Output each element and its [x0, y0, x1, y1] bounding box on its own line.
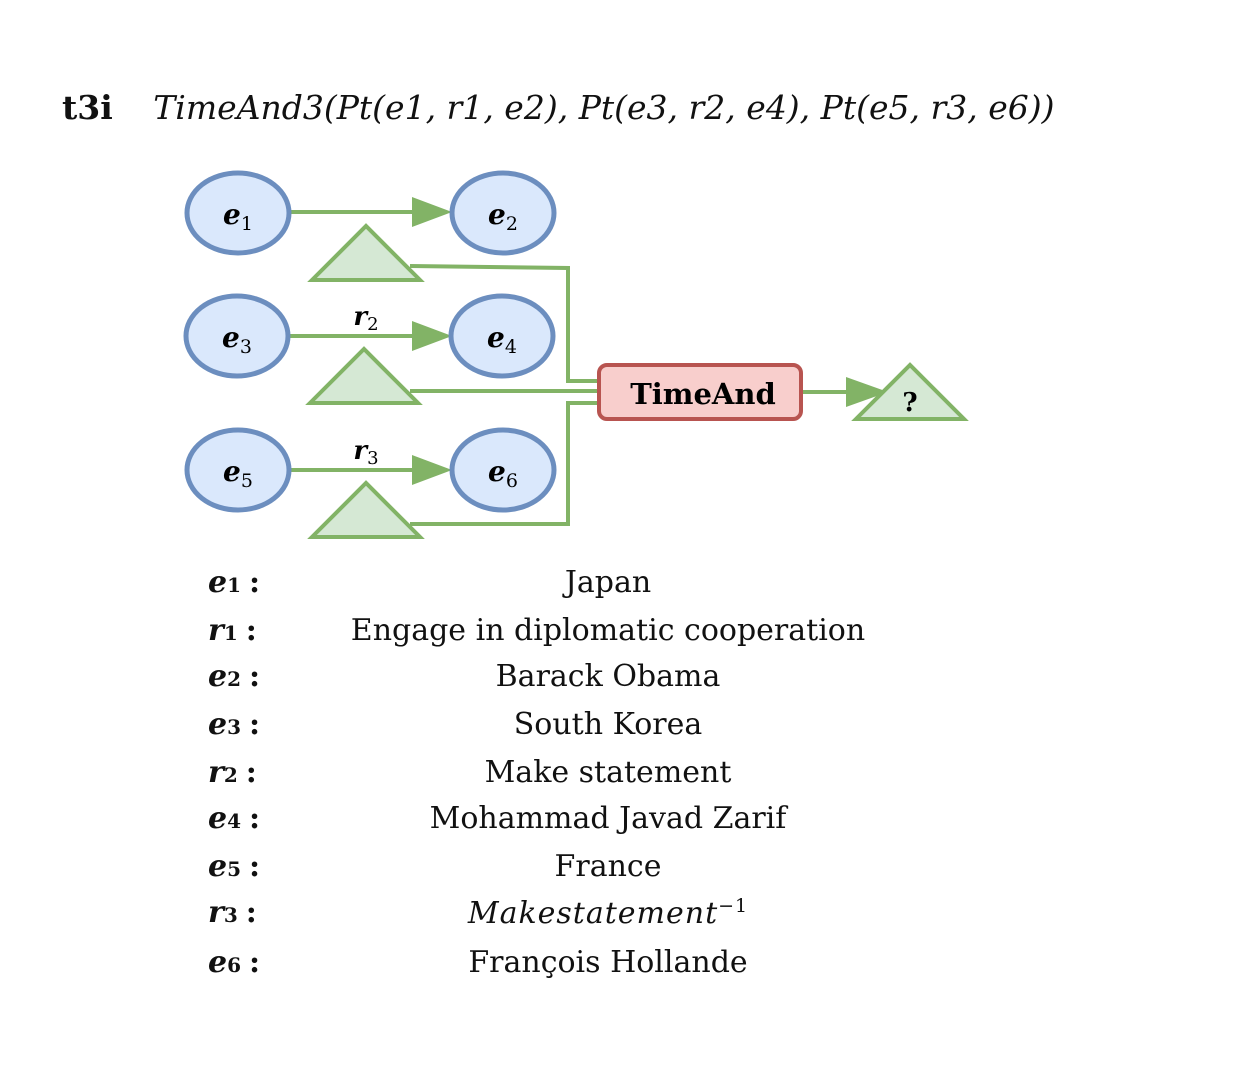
legend-value: Makestatement−1 — [467, 895, 749, 931]
legend-row: e4: Mohammad Javad Zarif — [0, 801, 1246, 841]
legend-value: François Hollande — [468, 945, 748, 980]
arrowhead-result — [846, 377, 888, 407]
legend-value: Japan — [564, 565, 652, 600]
timeand-operator-label: TimeAnd — [630, 377, 776, 411]
node-e3 — [183, 293, 291, 379]
triangle-3 — [307, 480, 425, 539]
node-e2-label: e2 — [488, 198, 518, 235]
legend-symbol: e6: — [208, 945, 261, 980]
arrowhead-e6 — [412, 455, 452, 485]
result-label: ? — [902, 388, 917, 418]
formula-title: t3i TimeAnd3(Pt(e1, r1, e2), Pt(e3, r2, … — [62, 88, 1055, 127]
node-e4-label: e4 — [487, 321, 517, 358]
node-e1 — [184, 170, 292, 256]
legend-row: e1: Japan — [0, 565, 1246, 605]
legend-symbol: r3: — [208, 895, 257, 930]
legend-row: r2: Make statement — [0, 755, 1246, 795]
legend-symbol: r2: — [208, 755, 257, 790]
triangle-2 — [305, 346, 423, 405]
legend-value: France — [554, 849, 662, 884]
node-e6-label: e6 — [488, 455, 518, 492]
query-formula: TimeAnd3(Pt(e1, r1, e2), Pt(e3, r2, e4),… — [153, 88, 1055, 127]
node-e5-label: e5 — [223, 455, 253, 492]
connector-1 — [409, 264, 600, 383]
legend-symbol: e3: — [208, 707, 261, 742]
edge-label-r3: r3 — [353, 436, 378, 469]
triangle-1 — [307, 223, 425, 282]
legend-row: e6: François Hollande — [0, 945, 1246, 985]
arrowhead-e2 — [412, 197, 452, 227]
legend-value: South Korea — [513, 707, 703, 742]
query-graph: ? TimeAnd e1 e2 e3 e4 e5 e6 r2 r3 — [183, 170, 969, 539]
node-e4 — [448, 293, 556, 379]
legend-row: e5: France — [0, 849, 1246, 889]
legend-value: Engage in diplomatic cooperation — [350, 613, 866, 648]
node-e3-label: e3 — [222, 321, 252, 358]
legend-value: Barack Obama — [495, 659, 721, 694]
query-tag: t3i — [62, 88, 113, 127]
legend-row: r1: Engage in diplomatic cooperation — [0, 613, 1246, 653]
connector-3 — [410, 401, 600, 526]
legend-symbol: e5: — [208, 849, 261, 884]
node-e1-label: e1 — [223, 198, 253, 235]
legend-symbol: e2: — [208, 659, 261, 694]
legend-row: e3: South Korea — [0, 707, 1246, 747]
timeand-operator-box — [597, 363, 803, 421]
legend-symbol: e1: — [208, 565, 261, 600]
result-triangle — [851, 362, 969, 421]
legend-symbol: e4: — [208, 801, 261, 836]
legend-value: Make statement — [484, 755, 732, 790]
arrowhead-e4 — [412, 321, 452, 351]
legend-row: r3: Makestatement−1 — [0, 895, 1246, 935]
legend-symbol: r1: — [208, 613, 257, 648]
edge-label-r2: r2 — [353, 302, 378, 335]
node-e6 — [449, 427, 557, 513]
node-e2 — [449, 170, 557, 256]
node-e5 — [184, 427, 292, 513]
legend-row: e2: Barack Obama — [0, 659, 1246, 699]
legend-value: Mohammad Javad Zarif — [429, 801, 787, 836]
